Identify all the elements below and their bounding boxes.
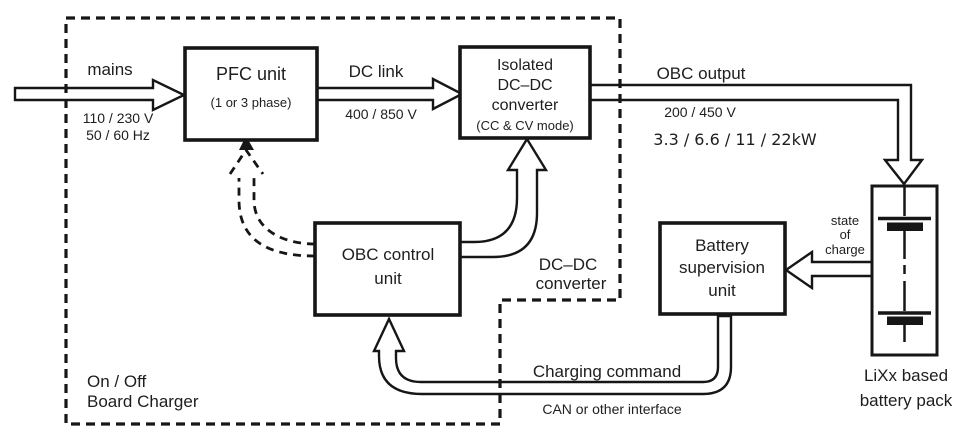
mains-voltage-label: 110 / 230 V [83,110,154,126]
battery-pack-caption1: LiXx based [864,366,948,385]
converter-control-arrow [458,136,549,259]
obc-output-arrow [588,83,925,186]
battery-supervision-line1: Battery [695,236,749,255]
pfc-control-dashed-line-outer [237,178,316,258]
obc-output-power-label: 3.3 / 6.6 / 11 / 22kW [653,130,817,149]
obc-control-box [313,221,462,317]
isolated-converter-box [458,45,592,140]
pfc-unit-title: PFC unit [216,64,286,84]
converter-subtitle: (CC & CV mode) [476,118,574,133]
state-of-charge-arrow [783,249,874,291]
pfc-control-dashed-arrowhead [228,147,265,175]
battery-supervision-box [658,221,787,316]
mains-label: mains [87,60,132,79]
boundary-label-line1: On / Off [87,372,146,391]
obc-output-voltage-label: 200 / 450 V [664,104,736,120]
pfc-unit-box [183,46,319,142]
can-interface-label: CAN or other interface [542,401,681,417]
dcdc-converter-label-line1: DC–DC [539,255,598,274]
obc-control-line1: OBC control [342,245,435,264]
converter-title-line3: converter [492,97,559,114]
charging-command-label: Charging command [533,362,681,381]
mains-arrow [13,78,187,112]
state-of-charge-line3: charge [825,242,865,257]
converter-title-line2: DC–DC [497,77,552,94]
mains-frequency-label: 50 / 60 Hz [86,127,150,143]
battery-cell-symbol [878,186,931,342]
dcdc-converter-label-line2: converter [536,274,607,293]
battery-supervision-line3: unit [708,281,736,300]
dc-link-label: DC link [349,62,404,81]
pfc-unit-subtitle: (1 or 3 phase) [211,95,292,110]
obc-output-label: OBC output [657,64,746,83]
pfc-control-dashed-line-inner [252,178,316,246]
battery-plate-short-2 [887,316,923,325]
state-of-charge-line2: of [840,227,851,242]
state-of-charge-line1: state [831,213,859,228]
pfc-control-arrow-tip [239,136,254,150]
converter-title-line1: Isolated [497,57,553,74]
battery-supervision-line2: supervision [679,258,765,277]
dc-link-arrow [315,77,465,111]
boundary-label-line2: Board Charger [87,392,199,411]
dc-link-voltage-label: 400 / 850 V [345,106,417,122]
battery-pack-caption2: battery pack [860,391,953,410]
charging-command-arrow [372,314,733,396]
obc-control-line2: unit [374,269,402,288]
battery-plate-short-1 [887,222,923,231]
